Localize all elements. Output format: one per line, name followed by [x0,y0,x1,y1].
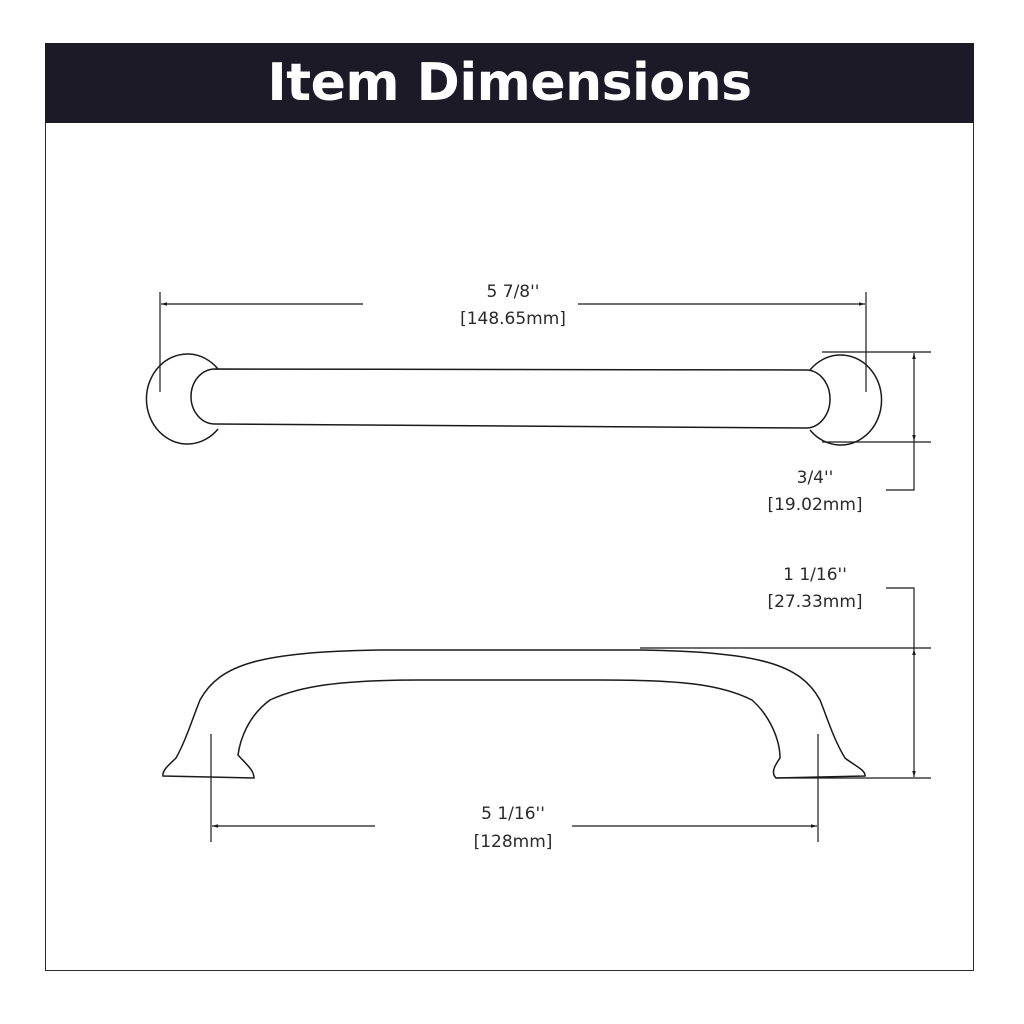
c2c-imperial-label: 5 1/16'' [481,804,545,824]
side-view [162,587,931,842]
bar-body-outline [190,368,831,429]
height-metric-label: [27.33mm] [767,592,862,612]
c2c-metric-label: [128mm] [474,832,553,852]
handle-outline [162,649,866,779]
left-base-outline [145,353,219,445]
right-base-outline [809,354,883,446]
length-imperial-label: 5 7/8'' [487,282,540,302]
diagram-frame [45,43,974,971]
height-leader-line [886,587,915,649]
header-banner: Item Dimensions [45,43,974,123]
diameter-imperial-label: 3/4'' [797,468,834,488]
page-title: Item Dimensions [267,53,752,113]
diameter-metric-label: [19.02mm] [767,495,862,515]
diameter-leader-line [886,441,915,491]
length-metric-label: [148.65mm] [460,309,566,329]
top-view [145,292,931,491]
height-imperial-label: 1 1/16'' [783,565,847,585]
